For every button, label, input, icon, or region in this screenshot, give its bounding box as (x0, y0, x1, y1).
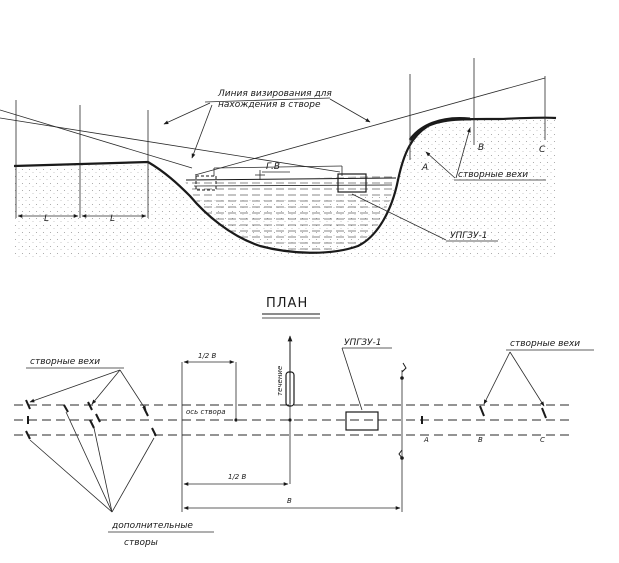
cross-section: Линия визирования для нахождения в створ… (0, 58, 557, 260)
left-leader-3 (119, 369, 147, 411)
section-point-b: B (478, 143, 484, 153)
right-leader-1 (483, 351, 511, 405)
flow-gauge (285, 371, 295, 407)
center-point (288, 418, 292, 422)
left-pole-8 (143, 407, 149, 417)
left-pole-6 (89, 419, 95, 429)
plan-view: ПЛАН створные вехи дополнитель (14, 296, 594, 548)
sight-label-underline (204, 97, 331, 103)
plan-point-a: A (423, 436, 429, 444)
plan-instrument-label: УПГЗУ-1 (344, 338, 382, 348)
sight-line-label-2: нахождения в створе (218, 100, 321, 110)
section-instrument-label: УПГЗУ-1 (450, 231, 488, 241)
right-bank-point-top (400, 376, 404, 380)
left-leader-1 (29, 369, 121, 403)
half-b-label-top: 1/2 В (198, 352, 216, 360)
length-left-label: L (44, 214, 49, 224)
sight-line-2 (0, 117, 341, 173)
ground-profile (13, 116, 557, 254)
plan-instrument-box (345, 411, 379, 431)
extra-leader-4 (111, 437, 155, 513)
length-right-label: L (110, 214, 115, 224)
cable-top (213, 165, 343, 169)
left-range-poles (25, 399, 157, 440)
left-pole-9 (151, 427, 157, 437)
plan-range-poles-right-label: створные вехи (510, 339, 580, 349)
pole-leader-1 (425, 151, 456, 179)
extra-leader-2 (65, 411, 113, 513)
left-pole-5 (87, 401, 93, 411)
water-level-label: Г.В (266, 162, 280, 172)
section-range-poles-label: створные вехи (458, 170, 528, 180)
flow-label: течение (276, 366, 284, 396)
water-body (184, 176, 396, 250)
plan-point-c: C (540, 436, 545, 444)
half-b-label-bottom: 1/2 В (228, 473, 246, 481)
sight-leader-2 (191, 104, 213, 159)
axis-label: ось створа (186, 408, 226, 416)
plan-point-b: B (478, 436, 483, 444)
bank-curve (408, 116, 471, 141)
section-point-c: C (539, 145, 546, 155)
left-pole-7 (95, 413, 101, 423)
left-pole-4 (63, 404, 69, 413)
left-pole-1 (25, 399, 31, 410)
instrument-box (337, 173, 367, 193)
plan-title: ПЛАН (266, 296, 308, 311)
plan-range-poles-left-label: створные вехи (30, 357, 100, 367)
left-leader-2 (91, 369, 121, 405)
axis-point (234, 418, 238, 422)
additional-ranges-label-1: дополнительные (111, 521, 193, 531)
left-pole-3 (25, 430, 31, 440)
extra-leader-1 (29, 439, 113, 513)
sight-line-1 (0, 109, 193, 169)
right-pole-c (541, 407, 547, 419)
pole-leader-2 (455, 127, 471, 179)
sight-leader-1 (163, 102, 211, 125)
plan-instrument-leader (341, 347, 363, 411)
sight-leader-3 (329, 98, 371, 123)
right-bank-point-bottom (400, 456, 404, 460)
right-leader-2 (509, 351, 545, 407)
extra-leader-3 (93, 427, 113, 513)
boat-position-box (195, 175, 217, 191)
water-line (193, 184, 393, 187)
right-pole-b (479, 405, 485, 417)
sight-line-3 (194, 77, 546, 176)
sight-line-label-1: Линия визирования для (217, 89, 332, 99)
additional-ranges-label-2: створы (124, 538, 158, 548)
water-surface (185, 177, 397, 181)
b-label: В (287, 497, 292, 505)
soil-fill (14, 118, 556, 260)
section-point-a: A (421, 163, 428, 173)
instrument-leader (351, 193, 447, 241)
